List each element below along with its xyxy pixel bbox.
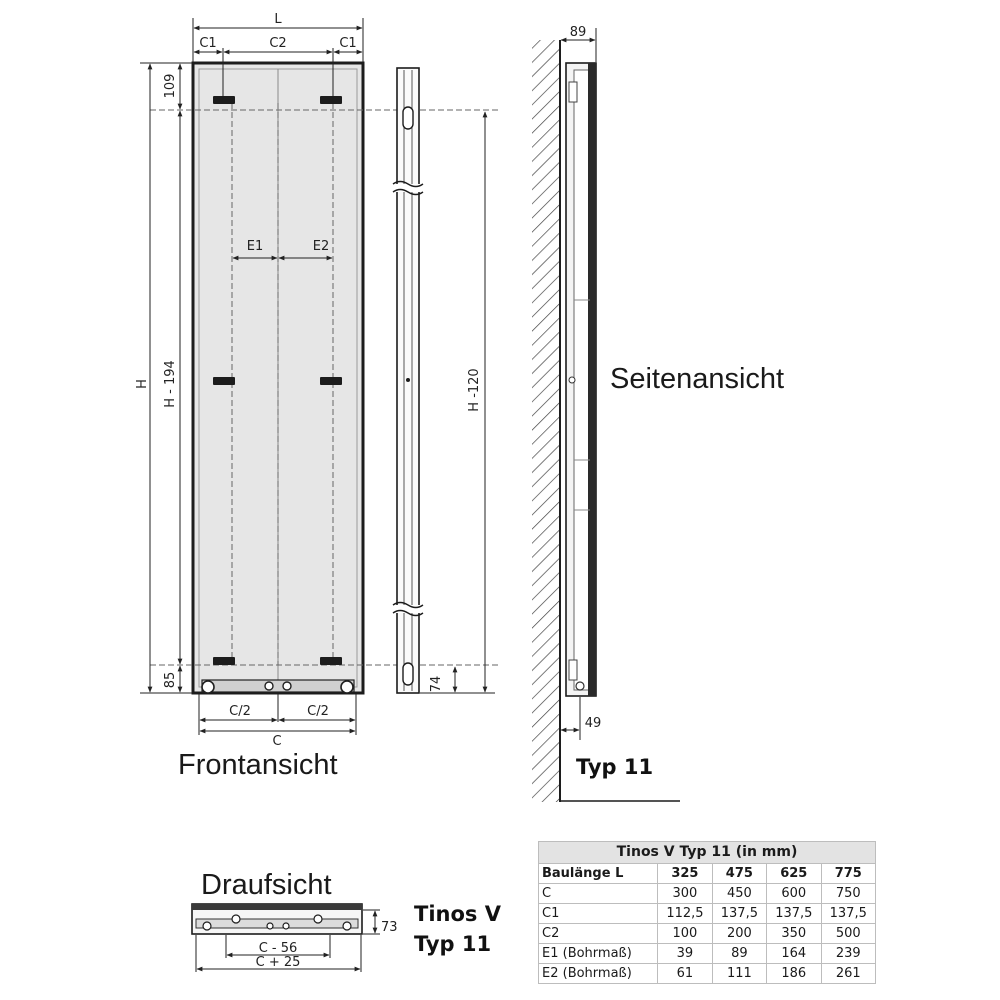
table-header-cell: 625 [766,863,822,884]
table-row: C1 112,5 137,5 137,5 137,5 [537,903,877,924]
row-label: E1 (Bohrmaß) [537,943,659,964]
table-cell: 200 [711,923,768,944]
dimensions-table: Tinos V Typ 11 (in mm) Baulänge L 325 47… [537,841,877,984]
mounting-bracket [213,377,235,385]
table-cell: 39 [657,943,713,964]
table-cell: 600 [766,883,822,904]
product-name-line1: Tinos V [414,902,502,926]
dim-label-H-120: H -120 [467,368,482,411]
side-view-type-label: Typ 11 [576,755,653,779]
mounting-bracket [320,96,342,104]
table-caption: Tinos V Typ 11 (in mm) [538,841,876,864]
table-cell: 500 [820,923,877,944]
table-row: E1 (Bohrmaß) 39 89 164 239 [537,943,877,964]
table-row: C2 100 200 350 500 [537,923,877,944]
table-header-label: Baulänge L [537,863,659,884]
dim-label-C1-left: C1 [199,36,216,51]
table-header-cell: 475 [711,863,768,884]
table-header-cell: 325 [657,863,713,884]
dim-label-C-half-right: C/2 [307,704,329,719]
bottom-connection [201,679,355,694]
dim-label-C2: C2 [269,36,286,51]
mounting-bracket [320,657,342,665]
dim-label-49: 49 [585,716,602,731]
row-label: C1 [537,903,659,924]
row-label: E2 (Bohrmaß) [537,963,659,984]
dim-label-C1-right: C1 [339,36,356,51]
mounting-bracket [213,96,235,104]
side-view-title: Seitenansicht [610,363,784,395]
top-view: Draufsicht 73 C - 56 C + 25 Tinos V T [191,869,502,972]
dim-label-L: L [274,12,282,27]
front-view-title: Frontansicht [178,749,338,781]
dim-label-109: 109 [163,74,178,99]
table-cell: 111 [711,963,768,984]
top-view-title: Draufsicht [201,869,332,901]
dim-label-H: H [135,379,150,389]
dim-label-89: 89 [570,25,587,40]
table-row: E2 (Bohrmaß) 61 111 186 261 [537,963,877,984]
row-label: C2 [537,923,659,944]
table-cell: 89 [711,943,768,964]
row-label: C [537,883,659,904]
table-cell: 261 [820,963,877,984]
dim-label-85: 85 [163,672,178,689]
mounting-bracket [213,657,235,665]
table-caption-row: Tinos V Typ 11 (in mm) [538,841,876,864]
dim-label-74: 74 [429,676,444,693]
dim-label-C: C [272,734,281,749]
table-cell: 239 [820,943,877,964]
table-row: C 300 450 600 750 [537,883,877,904]
table-header-row: Baulänge L 325 475 625 775 [537,863,877,884]
table-header-cell: 775 [820,863,877,884]
table-cell: 61 [657,963,713,984]
mounting-bracket [320,377,342,385]
table-cell: 750 [820,883,877,904]
table-cell: 350 [766,923,822,944]
dim-label-C-minus-56: C - 56 [259,941,298,956]
dim-label-73: 73 [381,920,398,935]
dim-label-C-half-left: C/2 [229,704,251,719]
table-cell: 164 [766,943,822,964]
wall-hatching [532,40,560,802]
table-cell: 137,5 [766,903,822,924]
product-name-line2: Typ 11 [414,932,491,956]
table-cell: 112,5 [657,903,713,924]
front-view: L C1 C2 C1 H 109 H - 194 85 E1 E2 [135,12,500,781]
dim-label-E2: E2 [313,239,330,254]
table-cell: 450 [711,883,768,904]
table-cell: 137,5 [820,903,877,924]
dim-label-C-plus-25: C + 25 [256,955,301,970]
dim-label-H-194: H - 194 [163,360,178,408]
dim-label-E1: E1 [247,239,264,254]
table-cell: 186 [766,963,822,984]
table-cell: 137,5 [711,903,768,924]
side-view: 89 49 Seitenansicht Typ 11 [532,25,784,802]
profile-view: H -120 74 [392,67,495,694]
table-cell: 100 [657,923,713,944]
table-cell: 300 [657,883,713,904]
